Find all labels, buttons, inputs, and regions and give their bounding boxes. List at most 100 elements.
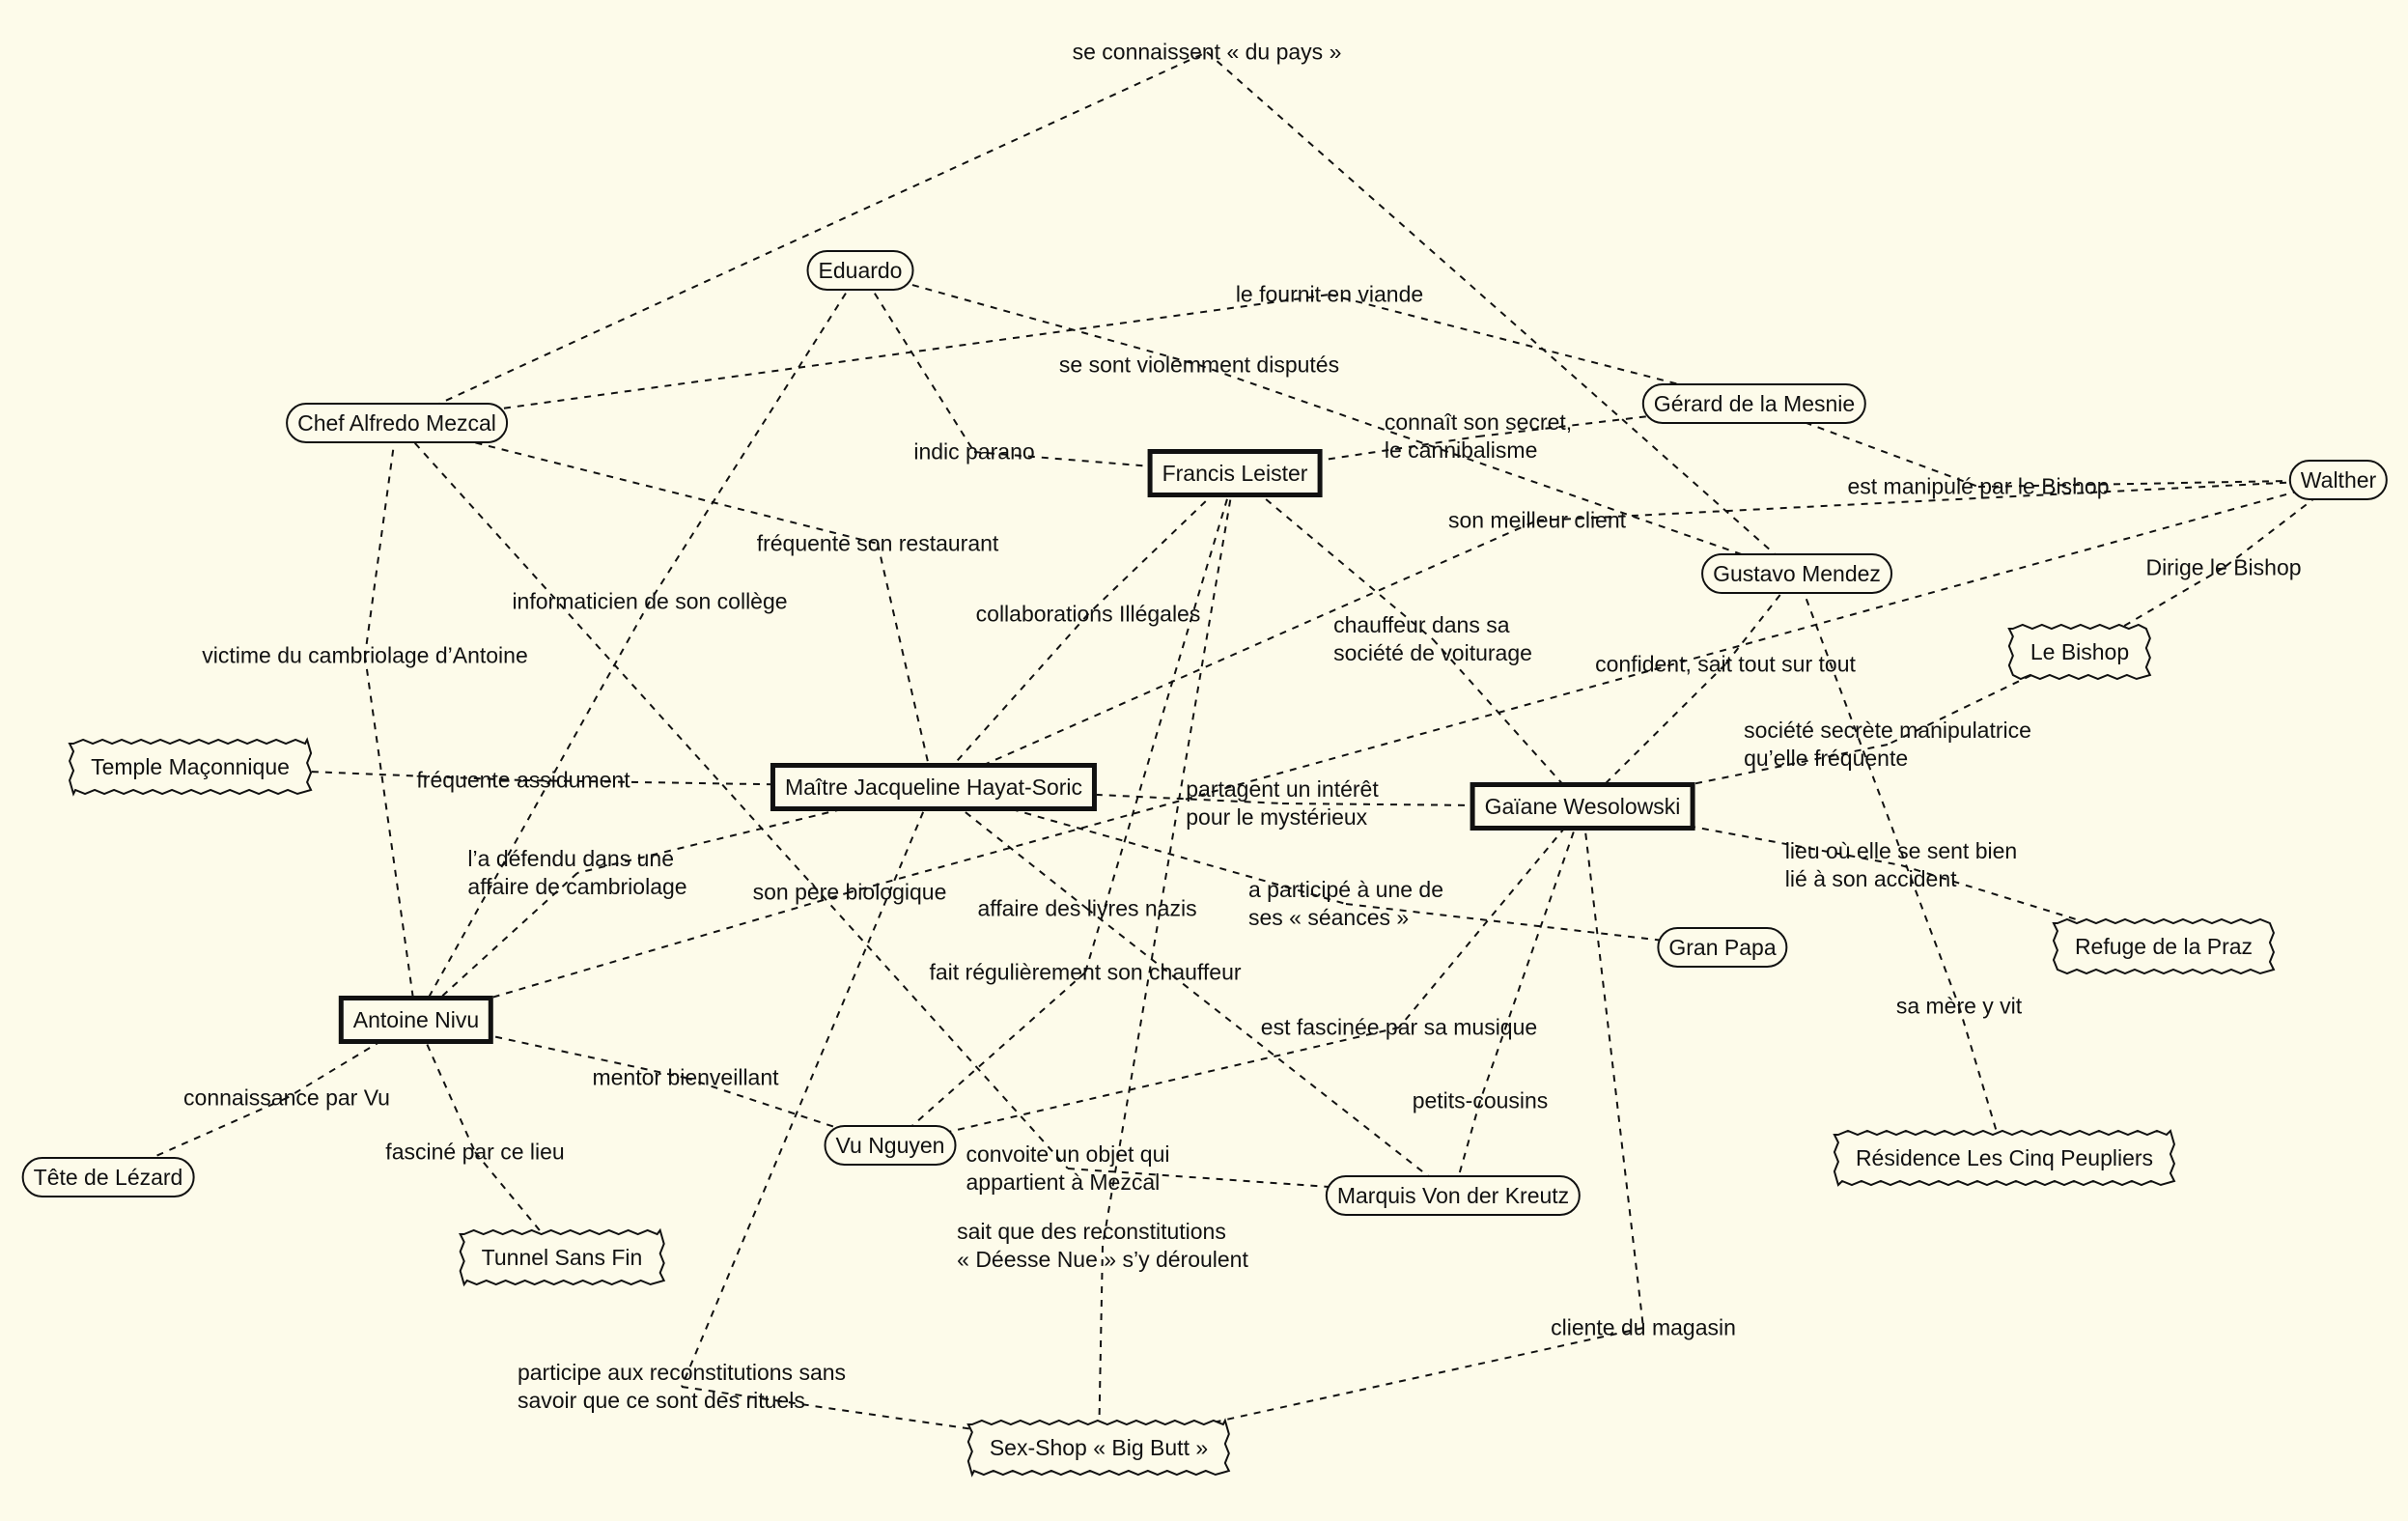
wavy-border bbox=[1833, 1129, 2176, 1187]
relation-line-fait-regulierement-son-chauffeur-a bbox=[1084, 472, 1236, 973]
relation-line-indic-parano-a bbox=[859, 269, 975, 453]
relation-line-dirige-le-bishop-a bbox=[2223, 479, 2339, 569]
relation-line-fascine-par-ce-lieu-a bbox=[415, 1019, 476, 1153]
relation-label-fait-regulierement-son-chauffeur: fait régulièrement son chauffeur bbox=[929, 959, 1242, 985]
node-jacqueline-hayat-soric: Maître Jacqueline Hayat-Soric bbox=[770, 763, 1098, 811]
relation-label-sait-que-des-reconstitutions: sait que des reconstitutions « Déesse Nu… bbox=[957, 1219, 1248, 1272]
node-vu-nguyen: Vu Nguyen bbox=[824, 1125, 957, 1166]
wavy-border bbox=[68, 737, 313, 797]
wavy-border-path bbox=[459, 1227, 666, 1287]
relation-label-connaissance-par-vu: connaissance par Vu bbox=[183, 1084, 390, 1111]
relation-label-affaire-des-livres-nazis: affaire des livres nazis bbox=[977, 895, 1197, 921]
relation-line-sait-que-des-reconstitutions-a bbox=[1102, 472, 1236, 1247]
relation-label-petits-cousins: petits-cousins bbox=[1412, 1087, 1549, 1113]
relation-line-lieu-ou-elle-se-sent-bien-b bbox=[1900, 864, 2165, 947]
wavy-border bbox=[966, 1418, 1231, 1478]
relation-line-est-manipule-par-le-bishop-b bbox=[1977, 479, 2339, 488]
relation-label-l-a-defendu: l’a défendu dans une affaire de cambriol… bbox=[467, 846, 687, 899]
relation-line-son-meilleur-client-b bbox=[1536, 479, 2339, 521]
relation-line-participe-aux-reconstitutions-a bbox=[681, 786, 935, 1388]
wavy-border-path bbox=[2007, 623, 2152, 681]
wavy-border-path bbox=[2052, 917, 2276, 975]
relation-label-victime-du-cambriolage: victime du cambriolage d’Antoine bbox=[202, 642, 528, 668]
relation-label-collaborations-illegales: collaborations Illégales bbox=[975, 601, 1201, 627]
relation-line-participe-aux-reconstitutions-b bbox=[681, 1386, 1100, 1449]
relation-line-cliente-du-magasin-a bbox=[1582, 805, 1644, 1329]
relation-line-chauffeur-dans-sa-societe-a bbox=[1234, 472, 1434, 640]
relation-label-se-connaissent-du-pays: se connaissent « du pays » bbox=[1072, 39, 1342, 65]
wavy-border-path bbox=[1833, 1129, 2176, 1187]
relation-line-collaborations-illegales-b bbox=[933, 613, 1089, 788]
relation-label-informaticien-de-son-college: informaticien de son collège bbox=[512, 588, 788, 614]
relation-label-indic-parano: indic parano bbox=[913, 438, 1035, 465]
relation-label-confident-sait-tout: confident, sait tout sur tout bbox=[1595, 651, 1856, 677]
relation-line-convoite-un-objet-a bbox=[396, 422, 1069, 1169]
relation-label-a-participe-aux-seances: a participé à une de ses « séances » bbox=[1247, 877, 1444, 930]
node-tete-de-lezard: Tête de Lézard bbox=[21, 1157, 195, 1197]
relation-line-convoite-un-objet-b bbox=[1067, 1168, 1454, 1197]
relation-line-societe-secrete-manipulatrice-a bbox=[1887, 651, 2081, 746]
relation-line-son-pere-biologique-a bbox=[849, 479, 2339, 893]
relation-label-partagent-un-interet: partagent un intérêt pour le mystérieux bbox=[1186, 776, 1379, 830]
relation-label-est-manipule-par-le-bishop: est manipulé par le Bishop bbox=[1847, 473, 2110, 499]
node-walther: Walther bbox=[2288, 460, 2389, 500]
relation-label-fascine-par-ce-lieu: fasciné par ce lieu bbox=[385, 1139, 565, 1165]
node-temple-maconnique: Temple Maçonnique bbox=[68, 737, 313, 797]
relation-label-son-meilleur-client: son meilleur client bbox=[1447, 507, 1627, 533]
relation-label-lieu-ou-elle-se-sent-bien: lieu où elle se sent bien lié à son acci… bbox=[1784, 838, 2018, 891]
wavy-border bbox=[2007, 623, 2152, 681]
relation-line-affaire-des-livres-nazis-b bbox=[1086, 908, 1454, 1197]
relation-label-convoite-un-objet: convoite un objet qui appartient à Mezca… bbox=[966, 1141, 1170, 1195]
relation-label-le-fournit-en-viande: le fournit en viande bbox=[1235, 281, 1424, 307]
node-gaiane-wesolowski: Gaïane Wesolowski bbox=[1470, 782, 1695, 831]
relation-line-victime-du-cambriolage-b bbox=[364, 655, 417, 1021]
relation-label-connait-son-secret: connaît son secret, le cannibalisme bbox=[1384, 409, 1573, 463]
relation-line-frequente-son-restaurant-b bbox=[877, 543, 935, 788]
relation-line-le-fournit-en-viande-a bbox=[396, 294, 1330, 424]
relation-line-sa-mere-y-vit-a bbox=[1796, 573, 1960, 1007]
relation-line-l-a-defendu-b bbox=[415, 872, 578, 1021]
relation-line-fait-regulierement-son-chauffeur-b bbox=[889, 972, 1086, 1146]
relation-line-petits-cousins-a bbox=[1479, 805, 1583, 1102]
relation-label-chauffeur-dans-sa-societe: chauffeur dans sa société de voiturage bbox=[1333, 612, 1532, 665]
relation-label-participe-aux-reconstitutions: participe aux reconstitutions sans savoi… bbox=[517, 1360, 847, 1413]
node-eduardo: Eduardo bbox=[806, 250, 914, 291]
wavy-border-path bbox=[966, 1418, 1231, 1478]
relation-label-cliente-du-magasin: cliente du magasin bbox=[1551, 1314, 1736, 1340]
relation-line-se-sont-violemment-disputes-b bbox=[1198, 364, 1798, 575]
node-gerard-de-la-mesnie: Gérard de la Mesnie bbox=[1641, 383, 1867, 424]
relation-line-se-sont-violemment-disputes-a bbox=[859, 269, 1200, 366]
relation-label-mentor-bienveillant: mentor bienveillant bbox=[592, 1064, 779, 1090]
relation-line-chauffeur-dans-sa-societe-b bbox=[1432, 638, 1583, 807]
relation-label-frequente-son-restaurant: fréquente son restaurant bbox=[756, 530, 999, 556]
relation-line-victime-du-cambriolage-a bbox=[364, 422, 398, 657]
relation-line-se-connaissent-du-pays-b bbox=[1206, 51, 1798, 575]
node-chef-alfredo-mezcal: Chef Alfredo Mezcal bbox=[286, 403, 508, 443]
node-residence-cinq-peupliers: Résidence Les Cinq Peupliers bbox=[1833, 1129, 2176, 1187]
node-tunnel-sans-fin: Tunnel Sans Fin bbox=[459, 1227, 666, 1287]
wavy-border-path bbox=[68, 737, 313, 797]
relation-label-son-pere-biologique: son père biologique bbox=[752, 879, 947, 905]
relation-line-connaissance-par-vu-a bbox=[286, 1019, 417, 1099]
relation-label-sa-mere-y-vit: sa mère y vit bbox=[1895, 993, 2023, 1019]
relation-label-dirige-le-bishop: Dirige le Bishop bbox=[2145, 554, 2302, 580]
relation-line-est-fascinee-par-sa-musique-b bbox=[889, 1027, 1400, 1146]
node-gustavo-mendez: Gustavo Mendez bbox=[1701, 553, 1892, 594]
node-le-bishop: Le Bishop bbox=[2007, 623, 2152, 681]
relation-line-informaticien-de-son-college-a bbox=[649, 269, 861, 603]
relation-label-societe-secrete-manipulatrice: société secrète manipulatrice qu’elle fr… bbox=[1744, 718, 2031, 771]
wavy-border bbox=[459, 1227, 666, 1287]
node-francis-leister: Francis Leister bbox=[1147, 449, 1323, 497]
node-sex-shop-big-butt: Sex-Shop « Big Butt » bbox=[966, 1418, 1231, 1478]
node-gran-papa: Gran Papa bbox=[1657, 927, 1788, 968]
relation-line-sait-que-des-reconstitutions-b bbox=[1098, 1245, 1104, 1449]
relation-line-partagent-un-interet-b bbox=[1281, 803, 1583, 807]
relation-label-frequente-assidument: fréquente assidument bbox=[416, 767, 630, 793]
node-refuge-de-la-praz: Refuge de la Praz bbox=[2052, 917, 2276, 975]
node-marquis-von-der-kreutz: Marquis Von der Kreutz bbox=[1325, 1175, 1582, 1216]
wavy-border bbox=[2052, 917, 2276, 975]
relation-label-est-fascinee-par-sa-musique: est fascinée par sa musique bbox=[1260, 1014, 1538, 1040]
relation-line-son-meilleur-client-a bbox=[933, 520, 1538, 788]
